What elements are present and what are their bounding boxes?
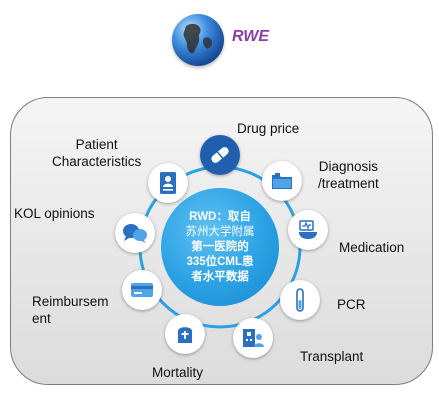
node-pcr	[280, 280, 320, 320]
mortar-monitor-icon	[299, 220, 317, 239]
label-transplant: Transplant	[300, 349, 364, 364]
tombstone-icon	[178, 327, 192, 343]
node-kol-opinions	[115, 213, 155, 253]
node-reimbursement	[122, 270, 162, 310]
center-line-2: 苏州大学附属	[185, 225, 255, 238]
folder-icon	[272, 173, 292, 189]
test-tube-icon	[296, 288, 304, 312]
node-medication	[288, 210, 328, 250]
label-kol-opinions: KOL opinions	[14, 206, 95, 221]
node-drug-price	[200, 135, 240, 175]
rwe-title: RWE	[232, 28, 270, 45]
node-transplant	[233, 318, 273, 358]
node-patient-characteristics	[148, 163, 188, 203]
credit-card-icon	[131, 283, 153, 297]
label-drug-price: Drug price	[237, 121, 300, 136]
node-diagnosis-treatment	[262, 161, 302, 201]
hospital-people-icon	[243, 329, 264, 347]
label-pcr: PCR	[337, 297, 366, 312]
center-line-5: 者水平数据	[191, 270, 249, 283]
speech-bubbles-icon	[123, 224, 147, 243]
label-mortality: Mortality	[152, 365, 204, 380]
center-line-1: RWD：取自	[189, 210, 251, 223]
center-line-4: 335位CML患	[186, 255, 254, 268]
rwd-center-circle: RWD：取自 苏州大学附属 第一医院的 335位CML患 者水平数据	[161, 188, 279, 306]
pill-icon	[211, 147, 229, 163]
node-mortality	[165, 314, 205, 354]
label-diagnosis-treatment: Diagnosis /treatment	[318, 159, 379, 191]
patient-record-icon	[160, 172, 176, 194]
center-line-3: 第一医院的	[191, 240, 249, 253]
label-patient-characteristics: Patient Characteristics	[52, 137, 142, 169]
label-reimbursement: Reimbursem ent	[32, 294, 109, 326]
label-medication: Medication	[339, 240, 405, 255]
globe-icon	[172, 14, 224, 66]
